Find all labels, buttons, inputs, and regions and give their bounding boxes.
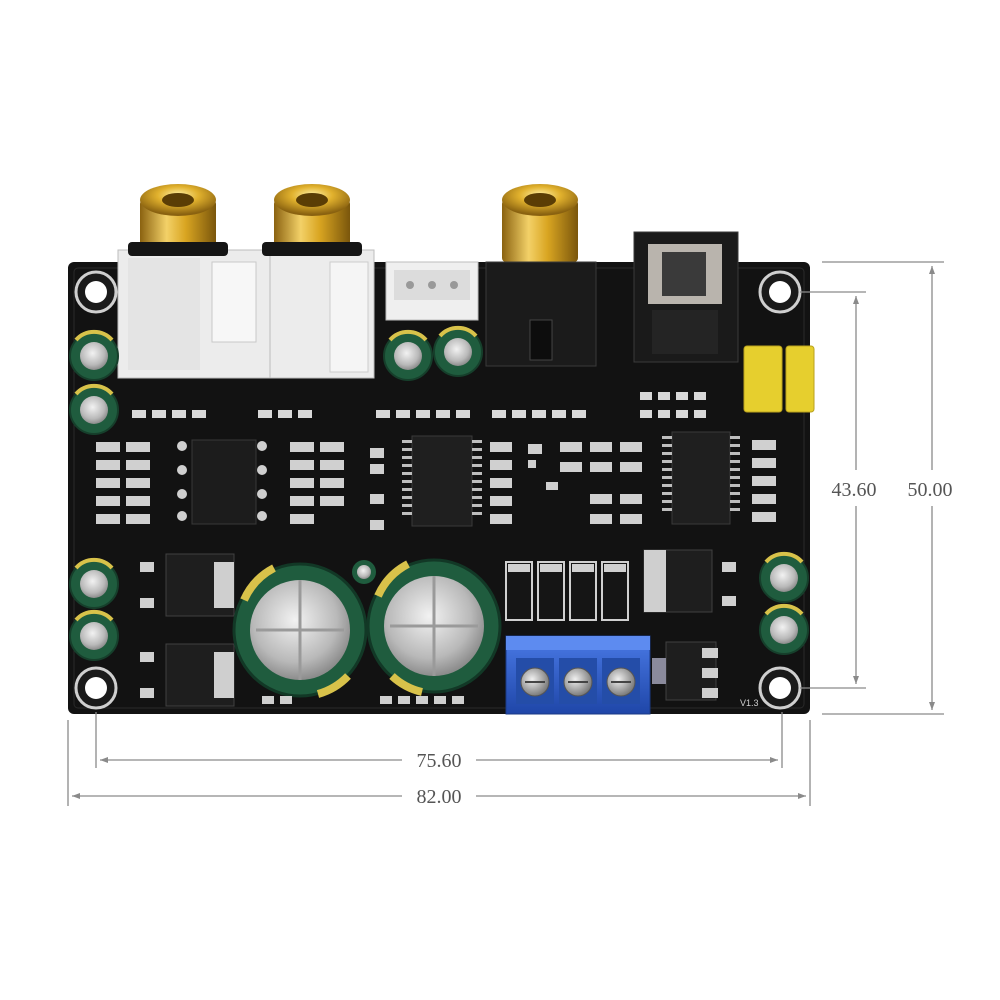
receiver-chip bbox=[662, 431, 740, 525]
resistor-array-right bbox=[490, 440, 776, 524]
opamp-chip bbox=[177, 439, 267, 525]
resistor-array-left bbox=[96, 442, 150, 524]
regulator-4 bbox=[652, 641, 718, 701]
terminal-screw-3 bbox=[602, 658, 640, 704]
rca-jack-left bbox=[128, 184, 228, 256]
small-capacitor-1 bbox=[69, 329, 119, 381]
mounting-hole-bottom-left bbox=[74, 666, 118, 710]
small-capacitor-7 bbox=[759, 551, 809, 603]
film-capacitors bbox=[743, 345, 815, 413]
dimension-outer-width: 82.00 bbox=[72, 786, 806, 808]
dimension-label-outer-height: 50.00 bbox=[908, 479, 953, 501]
small-capacitor-2 bbox=[69, 383, 119, 435]
smd-small-parts bbox=[370, 444, 558, 530]
rca-jack-right bbox=[502, 184, 578, 262]
small-capacitor-9 bbox=[352, 560, 376, 584]
power-terminal-block bbox=[505, 635, 651, 715]
small-capacitor-4 bbox=[433, 325, 483, 377]
dimension-annotations: 75.60 82.00 43.60 50.00 bbox=[67, 261, 953, 808]
jst-header bbox=[385, 261, 479, 321]
mounting-hole-top-left bbox=[74, 270, 118, 314]
diode-row bbox=[505, 561, 629, 621]
small-capacitor-3 bbox=[383, 329, 433, 381]
optical-input-connector bbox=[633, 231, 739, 363]
rca-jack-middle bbox=[262, 184, 362, 256]
terminal-screw-2 bbox=[559, 658, 597, 704]
small-capacitor-5 bbox=[69, 557, 119, 609]
regulator-2 bbox=[140, 643, 235, 707]
dimension-label-outer-width: 82.00 bbox=[417, 786, 462, 808]
terminal-screw-1 bbox=[516, 658, 554, 704]
regulator-1 bbox=[140, 553, 235, 617]
dimension-inner-height: 43.60 bbox=[832, 296, 877, 684]
rca-housing-right bbox=[269, 249, 375, 379]
smd-pads-bottom-row bbox=[262, 696, 464, 704]
mounting-hole-bottom-right bbox=[758, 666, 802, 710]
large-capacitor-right bbox=[366, 558, 502, 696]
small-capacitor-6 bbox=[69, 609, 119, 661]
dimension-outer-height: 50.00 bbox=[908, 266, 953, 710]
regulator-3 bbox=[643, 549, 736, 613]
smd-pads-top-row bbox=[132, 392, 706, 418]
pcb-board: V1.3 bbox=[68, 184, 815, 715]
dac-chip bbox=[402, 435, 482, 527]
dimension-inner-width: 75.60 bbox=[100, 750, 778, 772]
mounting-hole-top-right bbox=[758, 270, 802, 314]
silkscreen-version: V1.3 bbox=[740, 698, 759, 708]
large-capacitor-left bbox=[232, 562, 368, 698]
dimension-label-inner-height: 43.60 bbox=[832, 479, 877, 501]
resistor-array-mid bbox=[290, 442, 344, 524]
rca-housing-left bbox=[117, 249, 277, 379]
dimension-label-inner-width: 75.60 bbox=[417, 750, 462, 772]
small-capacitor-8 bbox=[759, 603, 809, 655]
